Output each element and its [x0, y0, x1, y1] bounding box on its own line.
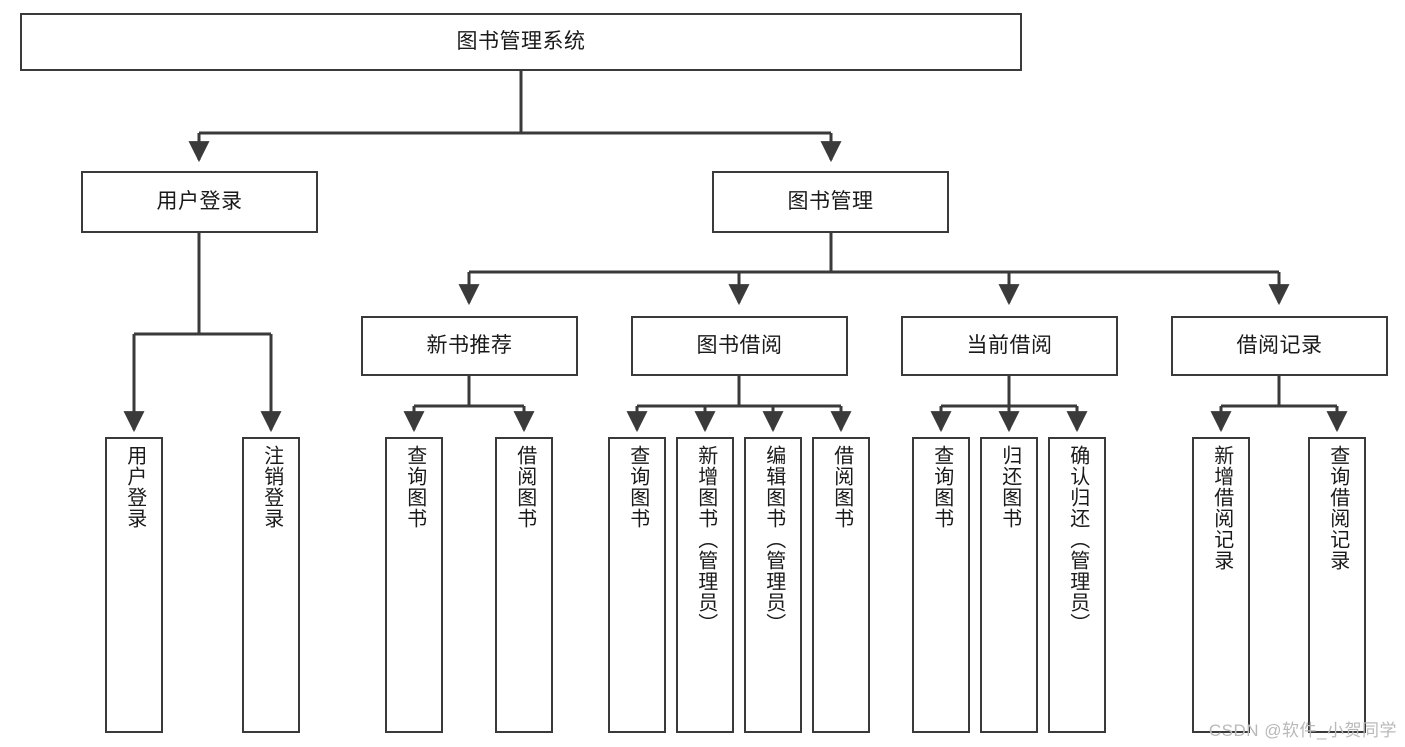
node-label: 新增借阅记录 [1210, 445, 1233, 571]
leaf-current-borrowing-confirm-return-admin[interactable]: 确认归还（管理员） [1048, 437, 1106, 733]
node-root-book-management-system[interactable]: 图书管理系统 [20, 13, 1022, 71]
node-label: 查询借阅记录 [1326, 445, 1349, 571]
node-label: 图书借阅 [696, 333, 783, 357]
node-label: 查询图书 [403, 445, 426, 529]
node-label: 新增图书（管理员） [694, 445, 717, 634]
leaf-borrowing-records-query-record[interactable]: 查询借阅记录 [1308, 437, 1366, 733]
node-label: 查询图书 [930, 445, 953, 529]
node-label: 借阅图书 [830, 445, 853, 529]
node-new-book-recommendation[interactable]: 新书推荐 [361, 316, 578, 376]
leaf-user-login-login[interactable]: 用户登录 [105, 437, 163, 733]
leaf-new-book-query-books[interactable]: 查询图书 [385, 437, 443, 733]
leaf-new-book-borrow-books[interactable]: 借阅图书 [495, 437, 553, 733]
leaf-book-borrowing-add-book-admin[interactable]: 新增图书（管理员） [676, 437, 734, 733]
node-label: 借阅图书 [513, 445, 536, 529]
node-borrowing-records[interactable]: 借阅记录 [1171, 316, 1388, 376]
node-label: 图书管理系统 [456, 29, 586, 53]
leaf-book-borrowing-borrow-books[interactable]: 借阅图书 [812, 437, 870, 733]
node-label: 新书推荐 [426, 333, 513, 357]
node-label: 编辑图书（管理员） [762, 445, 785, 634]
node-label: 用户登录 [156, 189, 243, 213]
leaf-current-borrowing-return-books[interactable]: 归还图书 [980, 437, 1038, 733]
leaf-borrowing-records-add-record[interactable]: 新增借阅记录 [1192, 437, 1250, 733]
node-label: 图书管理 [787, 189, 874, 213]
node-current-borrowing[interactable]: 当前借阅 [901, 316, 1118, 376]
leaf-user-login-logout[interactable]: 注销登录 [242, 437, 300, 733]
node-label: 查询图书 [626, 445, 649, 529]
node-book-management[interactable]: 图书管理 [712, 171, 949, 233]
node-label: 归还图书 [998, 445, 1021, 529]
node-book-borrowing[interactable]: 图书借阅 [631, 316, 848, 376]
watermark-text: CSDN @软件_小贺同学 [1208, 721, 1397, 740]
node-label: 注销登录 [260, 445, 283, 529]
node-label: 确认归还（管理员） [1066, 445, 1089, 634]
leaf-book-borrowing-query-books[interactable]: 查询图书 [608, 437, 666, 733]
leaf-current-borrowing-query-books[interactable]: 查询图书 [912, 437, 970, 733]
node-label: 借阅记录 [1236, 333, 1323, 357]
leaf-book-borrowing-edit-book-admin[interactable]: 编辑图书（管理员） [744, 437, 802, 733]
node-label: 用户登录 [123, 445, 146, 529]
node-user-login[interactable]: 用户登录 [81, 171, 318, 233]
node-label: 当前借阅 [966, 333, 1053, 357]
